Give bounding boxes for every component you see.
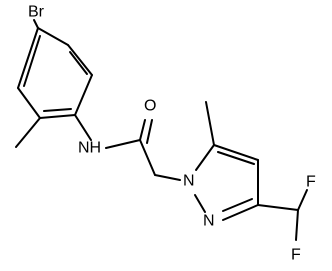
bond-chf2-f-bottom — [295, 209, 299, 241]
bond-ring-c6-c1-inner — [23, 35, 41, 87]
bond-nh-carbonyl — [105, 139, 141, 149]
bond-c5-c4 — [213, 144, 259, 161]
atom-label-fluorine-bottom: F — [291, 247, 301, 264]
atom-label-carbonyl-oxygen: O — [144, 98, 156, 115]
atom-label-fluorine-top: F — [306, 174, 316, 191]
bond-ring-c5-c6 — [17, 87, 41, 119]
bond-n1-c5 — [195, 144, 215, 171]
bond-ring-c4-c5 — [39, 114, 76, 119]
bond-ring-c2-c3-inner — [69, 51, 88, 75]
bond-carbonyl-o-second — [146, 119, 153, 144]
bond-ring-c4-c5-inner — [43, 108, 72, 112]
bonds — [15, 19, 308, 241]
bond-ring-c1-c2 — [37, 27, 69, 46]
bond-c5-c4-inner — [217, 151, 255, 165]
bond-c3-n2 — [222, 204, 259, 221]
bond-ring-c3-c4 — [74, 74, 93, 116]
atom-label-pyrazole-n2: N — [203, 213, 215, 230]
bond-ring-c2-c3 — [67, 44, 93, 76]
bond-c3-chf2 — [257, 204, 299, 211]
bond-carbonyl-o — [139, 119, 146, 141]
bond-carbonyl-ch2 — [139, 139, 156, 176]
bond-ring-nh — [74, 114, 92, 141]
bond-c-br — [33, 19, 39, 29]
bond-ring-methyl — [15, 117, 41, 148]
bond-ch2-n1 — [154, 174, 181, 181]
bond-ring-c6-c1 — [17, 27, 39, 89]
bond-n2-n1 — [194, 194, 206, 213]
bond-c3-n2-inner — [222, 198, 253, 212]
atom-label-nh: NH — [78, 140, 101, 157]
atom-label-bromine: Br — [28, 4, 45, 21]
bond-c5-methyl — [205, 101, 215, 146]
atom-label-pyrazole-n1: N — [183, 173, 195, 190]
bond-chf2-f-top — [297, 189, 308, 211]
atom-labels: Br NH O N N F F — [28, 4, 316, 264]
